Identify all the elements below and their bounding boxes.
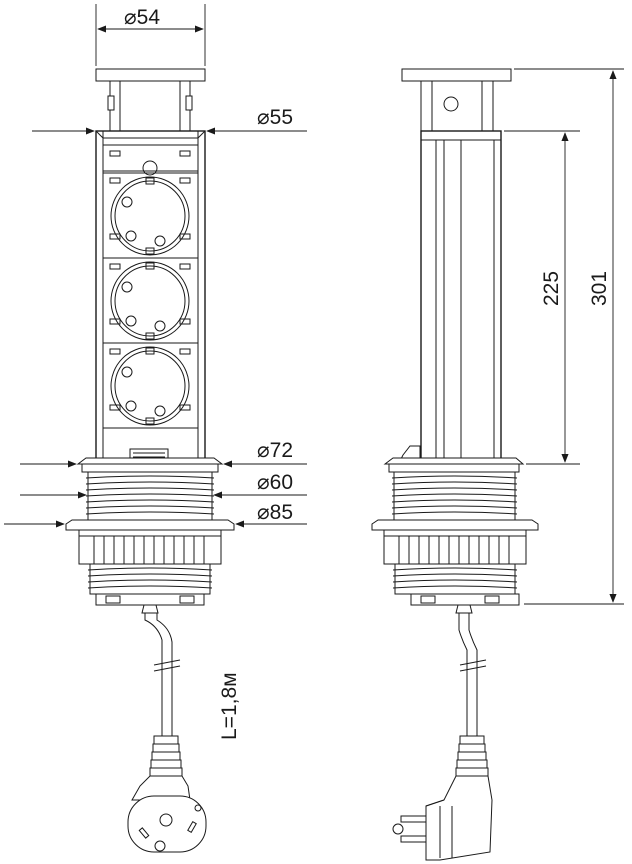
dim-cable-length: L=1,8м — [218, 672, 241, 740]
dim-thread-diameter: ⌀60 — [257, 471, 293, 494]
ribbed-collar — [78, 529, 222, 565]
side-screw — [443, 96, 459, 112]
socket-1 — [110, 176, 190, 256]
top-flange — [76, 457, 224, 465]
dimensions: ⌀54 ⌀55 ⌀72 ⌀60 ⌀85 225 301 L=1,8м — [4, 4, 624, 740]
cable — [156, 613, 173, 736]
cap-neck — [109, 80, 191, 132]
base-flange — [65, 519, 235, 531]
front-view — [65, 68, 235, 853]
dim-base-flange-diameter: ⌀85 — [257, 501, 293, 524]
side-cable — [458, 613, 468, 736]
column-screw — [142, 160, 158, 176]
cable-gland — [141, 604, 159, 614]
socket-2 — [110, 261, 190, 341]
dim-total-height: 301 — [588, 271, 611, 306]
dim-column-height: 225 — [540, 271, 563, 306]
socket-3 — [110, 346, 190, 426]
dim-top-cap-diameter: ⌀54 — [124, 6, 160, 29]
top-cap — [95, 68, 206, 82]
side-top-cap — [401, 68, 512, 82]
dim-flange-diameter: ⌀72 — [257, 439, 293, 462]
dim-column-diameter: ⌀55 — [257, 106, 293, 129]
plug-head — [127, 795, 207, 853]
side-view — [371, 68, 539, 861]
side-plug — [425, 775, 493, 861]
